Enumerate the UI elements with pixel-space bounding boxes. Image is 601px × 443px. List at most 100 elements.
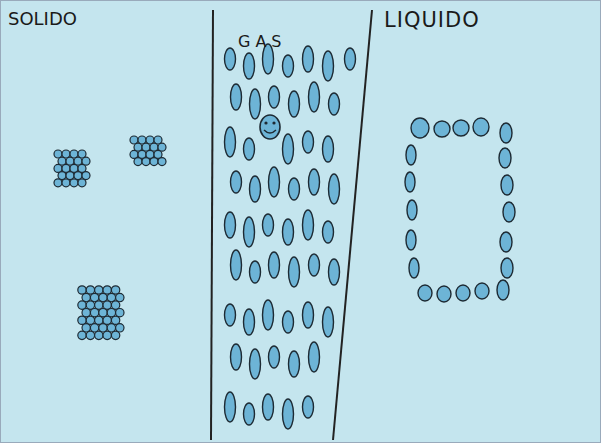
smiley-particle [260,115,280,139]
gas-particle [303,302,314,328]
liquid-particle [407,200,417,220]
liquid-particle [501,258,513,278]
gas-particle [263,300,274,330]
band-line [333,10,372,440]
smiley-eye [272,121,275,124]
gas-particle [231,250,242,280]
liquid-particle [411,118,429,138]
gas-particle [250,261,261,283]
gas-particle [269,346,280,368]
gas-particles [225,44,356,429]
solid-particle [103,331,111,339]
gas-particle [283,134,294,164]
gas-particle [225,304,236,326]
gas-particle [244,217,255,247]
gas-particle [303,396,314,418]
liquid-particle [406,230,416,250]
state-label: LIQUIDO [384,10,480,31]
gas-particle [263,394,274,420]
band-line [211,10,213,440]
gas-particle [244,309,255,335]
gas-particle [329,93,340,115]
gas-particle [231,171,242,193]
solid-particle [158,158,166,166]
gas-particle [289,178,300,200]
gas-particle [345,48,356,70]
solid-particle [150,158,158,166]
gas-particle [309,254,320,276]
solid-particle [111,331,119,339]
gas-particle [231,344,242,370]
liquid-particle [497,280,509,300]
gas-particle [323,51,334,81]
solid-particle [142,158,150,166]
gas-particle [244,403,255,425]
gas-particle [309,82,320,112]
state-label: SOLIDO [8,10,77,28]
gas-particle [263,214,274,236]
gas-particle [283,399,294,429]
liquid-particle [501,175,513,195]
gas-particle [289,91,300,117]
gas-particle [231,84,242,110]
gas-particle [329,174,340,204]
gas-particle [329,259,340,285]
smiley-mouth [264,130,276,133]
gas-particle [289,257,300,287]
solid-particle [62,179,70,187]
liquid-particle [500,123,512,143]
solid-particles [54,136,166,340]
gas-particle [250,349,261,379]
gas-particle [225,48,236,70]
gas-particle [303,46,314,72]
gas-particle [289,351,300,377]
gas-particle [250,176,261,202]
gas-particle [323,136,334,162]
gas-particle [244,138,255,160]
gas-particle [309,169,320,195]
gas-particle [303,131,314,153]
solid-particle [78,331,86,339]
smiley-eye [264,121,267,124]
smiley-face [260,115,280,139]
gas-particle [309,342,320,372]
gas-particle [225,127,236,157]
liquid-particle [473,118,489,136]
gas-particle [225,392,236,422]
gas-particle [269,86,280,108]
liquid-particles [405,118,515,302]
gas-particle [283,219,294,245]
gas-particle [283,311,294,333]
liquid-particle [456,285,470,301]
gas-particle [303,210,314,240]
solid-particle [134,158,142,166]
gas-particle [269,252,280,278]
liquid-particle [405,172,415,192]
liquid-particle [500,232,512,252]
liquid-particle [434,121,450,137]
solid-particle [78,179,86,187]
gas-particle [323,307,334,337]
gas-particle [244,53,255,79]
solid-particle [70,179,78,187]
gas-particle [283,55,294,77]
liquid-particle [418,285,432,301]
solid-particle [86,331,94,339]
gas-particle [323,221,334,243]
liquid-particle [437,286,451,302]
liquid-particle [499,148,511,168]
gas-particle [250,89,261,119]
gas-particle [269,167,280,197]
liquid-particle [453,120,469,136]
solid-particle [54,179,62,187]
state-label: GAS [238,34,287,50]
liquid-particle [409,258,419,278]
gas-particle [225,212,236,238]
solid-particle [95,331,103,339]
liquid-particle [503,202,515,222]
liquid-particle [475,283,489,299]
liquid-particle [406,145,416,165]
